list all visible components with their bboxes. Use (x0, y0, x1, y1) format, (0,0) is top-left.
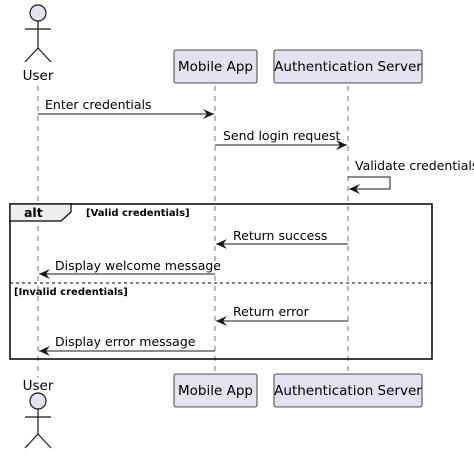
message-return-error: Return error (233, 304, 310, 319)
auth-server-label-bottom: Authentication Server (274, 383, 422, 399)
guard-valid-credentials: [Valid credentials] (86, 208, 190, 219)
message-display-welcome: Display welcome message (55, 258, 221, 273)
arrow-validate-credentials (348, 176, 391, 194)
user-label-top: User (23, 68, 54, 84)
guard-invalid-credentials: [Invalid credentials] (14, 287, 128, 298)
auth-server-label-top: Authentication Server (274, 59, 422, 75)
message-send-login-request: Send login request (223, 128, 340, 143)
message-enter-credentials: Enter credentials (45, 97, 152, 112)
message-return-success: Return success (233, 228, 327, 243)
auth-server-box-bottom (273, 373, 423, 408)
alt-keyword: alt (24, 205, 43, 220)
user-actor-bottom (24, 392, 52, 449)
message-display-error: Display error message (55, 334, 196, 349)
mobile-app-label-bottom: Mobile App (178, 383, 253, 399)
auth-server-box-top (273, 49, 423, 84)
mobile-app-box-bottom (173, 373, 258, 408)
mobile-app-box-top (173, 49, 258, 84)
alt-keyword-tab (9, 203, 72, 222)
mobile-app-label-top: Mobile App (178, 59, 253, 75)
message-validate-credentials: Validate credentials (355, 158, 474, 173)
user-actor-top (24, 4, 52, 63)
user-label-bottom: User (23, 378, 54, 394)
alt-fragment (9, 203, 433, 360)
